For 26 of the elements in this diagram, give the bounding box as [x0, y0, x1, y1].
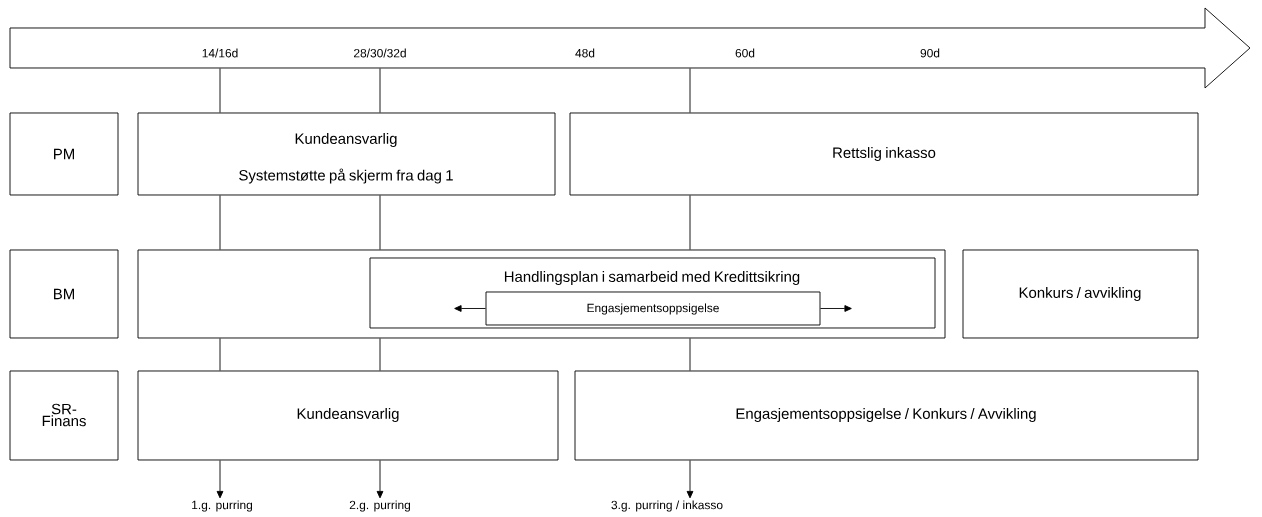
- connector: [379, 195, 381, 250]
- connector: [689, 338, 691, 371]
- connector: [219, 68, 221, 113]
- connector: [376, 460, 384, 499]
- connector: [379, 338, 381, 371]
- arrow: [454, 305, 486, 312]
- row-label-box: BM: [9, 249, 119, 339]
- connector: [379, 68, 381, 113]
- process-box: Konkurs / avvikling: [962, 249, 1199, 339]
- connector: [219, 195, 221, 250]
- process-box: Kundeansvarlig Systemstøtte på skjerm fra dag 1: [137, 112, 556, 196]
- process-box: Engasjementsoppsigelse: [485, 291, 821, 326]
- arrow: [820, 305, 852, 312]
- step-label: 3.g. purring / inkasso: [611, 500, 723, 512]
- connector: [216, 460, 224, 499]
- process-box: Rettslig inkasso: [569, 112, 1199, 196]
- connector: [686, 460, 694, 499]
- row-label-box: PM: [9, 112, 119, 196]
- process-box: Kundeansvarlig: [137, 370, 559, 461]
- connector: [689, 195, 691, 250]
- connector: [219, 338, 221, 371]
- step-label: 2.g. purring: [349, 500, 410, 512]
- connector: [689, 68, 691, 113]
- step-label: 1.g. purring: [192, 500, 252, 512]
- row-label-box: SR- Finans: [9, 370, 119, 461]
- process-box: Engasjementsoppsigelse / Konkurs / Avvikling: [574, 370, 1199, 461]
